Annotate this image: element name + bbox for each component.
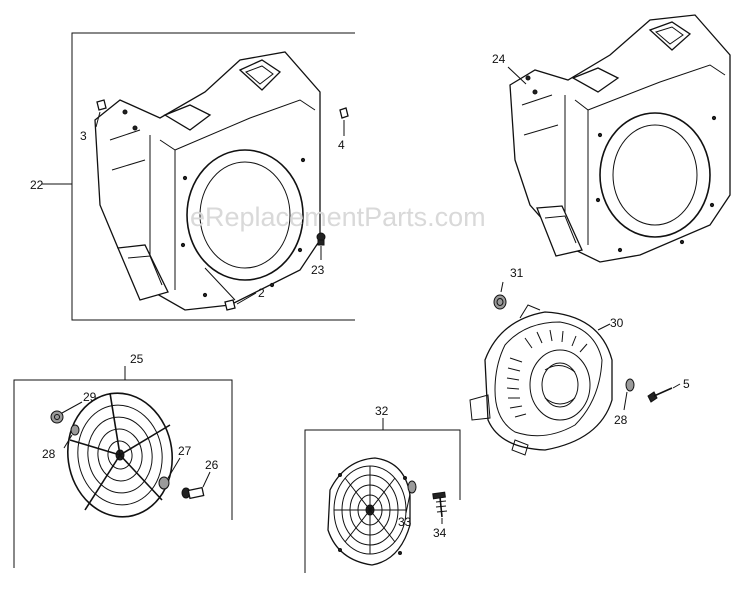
callout-30: 30 bbox=[610, 316, 624, 330]
part-29-nut bbox=[50, 401, 83, 424]
callout-5: 5 bbox=[683, 377, 690, 391]
callout-27: 27 bbox=[178, 444, 192, 458]
callout-23: 23 bbox=[311, 263, 325, 277]
callout-26: 26 bbox=[205, 458, 219, 472]
blower-housing-24 bbox=[507, 14, 731, 263]
group-frame-22 bbox=[42, 32, 355, 321]
part-34-bolt bbox=[432, 491, 448, 524]
part-4-plug bbox=[339, 107, 349, 136]
starter-vents bbox=[506, 329, 588, 418]
callout-4: 4 bbox=[338, 138, 345, 152]
part-32-screen bbox=[327, 457, 411, 566]
callout-33: 33 bbox=[398, 515, 412, 529]
part-26-bolt bbox=[181, 471, 211, 500]
part-23-screw bbox=[316, 232, 326, 260]
part-33-washer bbox=[405, 480, 417, 514]
part-28-washer-right bbox=[623, 378, 635, 411]
part-31-nut bbox=[493, 281, 507, 310]
callout-31: 31 bbox=[510, 266, 524, 280]
group-frame-25 bbox=[13, 366, 233, 568]
callout-29: 29 bbox=[83, 390, 97, 404]
callout-3: 3 bbox=[80, 129, 87, 143]
callout-34: 34 bbox=[433, 526, 447, 540]
part-5-bolt bbox=[647, 383, 681, 403]
callout-24: 24 bbox=[492, 52, 506, 66]
callout-2: 2 bbox=[258, 286, 265, 300]
blower-housing-22 bbox=[94, 51, 321, 311]
part-25-grass-screen bbox=[66, 392, 174, 518]
watermark-text: eReplacementParts.com bbox=[190, 202, 486, 232]
part-27-washer bbox=[158, 457, 181, 490]
group-frame-32 bbox=[304, 418, 461, 573]
callout-25: 25 bbox=[130, 352, 144, 366]
callout-22: 22 bbox=[30, 178, 44, 192]
part-28-washer-left bbox=[63, 424, 80, 449]
callout-28-right: 28 bbox=[614, 413, 628, 427]
part-30-starter-housing bbox=[469, 304, 613, 456]
part-2-clip bbox=[224, 292, 257, 311]
part-3-grommet bbox=[95, 99, 107, 128]
callout-28-left: 28 bbox=[42, 447, 56, 461]
callout-32: 32 bbox=[375, 404, 389, 418]
